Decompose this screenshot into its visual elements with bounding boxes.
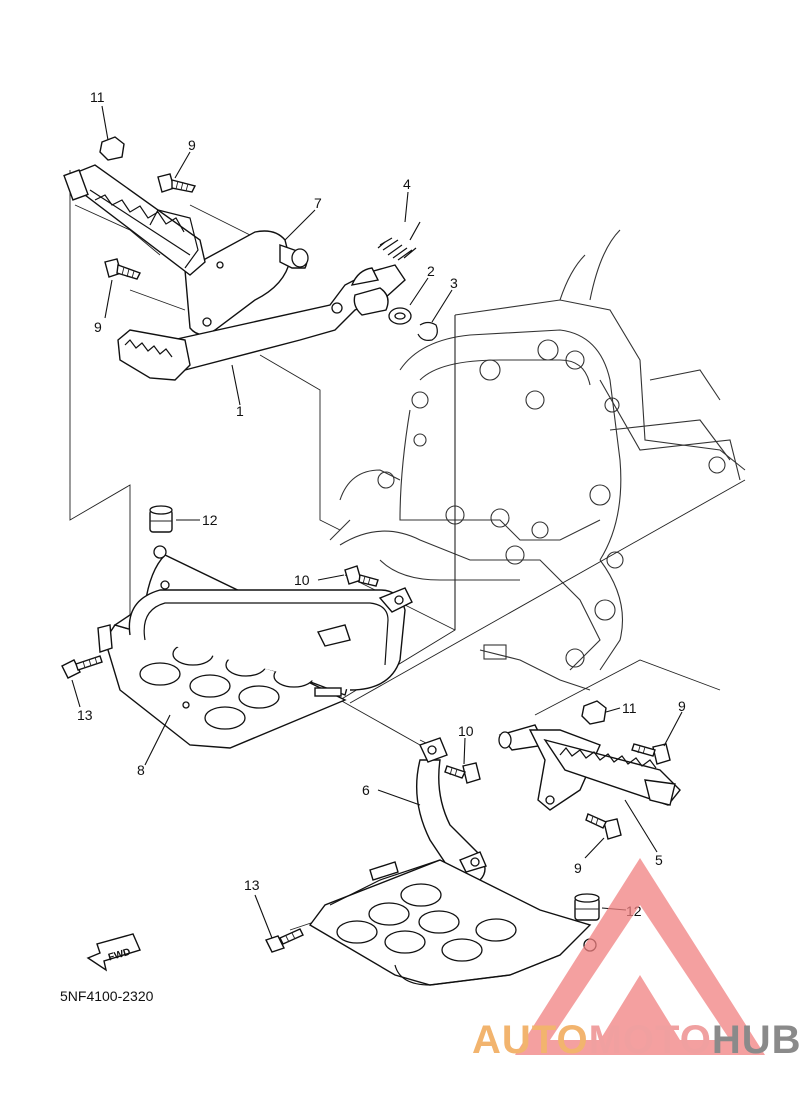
callout-numbers: 11 9 4 7 2 3 9 1 12 10 13 8 11 9 10 6 9 …	[77, 89, 686, 919]
nut-top-left	[99, 136, 125, 161]
pedal-pivot-boss	[353, 287, 389, 316]
motorcycle-frame	[329, 229, 746, 691]
callout-10-left: 10	[294, 572, 310, 588]
diagram-code: 5NF4100-2320	[60, 988, 154, 1004]
left-footrest-assembly	[63, 136, 438, 381]
fwd-arrow-icon: FWD	[86, 933, 141, 972]
bolt-9-right-upper	[631, 743, 671, 765]
bolt-10-upper	[344, 565, 379, 587]
callout-3: 3	[450, 275, 458, 291]
callout-13-left: 13	[77, 707, 93, 723]
callout-1: 1	[236, 403, 244, 419]
watermark-brand: AUTOMOTOHUB	[472, 1018, 800, 1063]
grommet-left	[149, 505, 173, 533]
bolt-13-left	[61, 655, 103, 679]
bolt-lower	[104, 258, 141, 280]
callout-6: 6	[362, 782, 370, 798]
reference-lines	[69, 170, 746, 931]
callout-7: 7	[314, 195, 322, 211]
bolt-13-right	[265, 928, 304, 953]
return-spring	[379, 237, 417, 261]
callout-5: 5	[655, 852, 663, 868]
callout-leaders	[71, 105, 683, 939]
right-guard-bar	[416, 759, 486, 881]
callout-4: 4	[403, 176, 411, 192]
callout-9-right: 9	[678, 698, 686, 714]
nut-right	[581, 700, 607, 725]
left-footrest-peg	[68, 164, 206, 276]
brake-pedal-tip	[117, 329, 191, 381]
right-skid-plate	[265, 737, 600, 986]
right-footrest-assembly	[498, 700, 681, 840]
callout-9-left: 9	[94, 319, 102, 335]
watermark-brand-auto: AUTO	[472, 1018, 589, 1062]
left-skid-plate	[61, 505, 413, 749]
callout-10-right: 10	[458, 723, 474, 739]
callout-9-top: 9	[188, 137, 196, 153]
callout-2: 2	[427, 263, 435, 279]
watermark-brand-hub: HUB	[711, 1018, 800, 1062]
watermark-logo	[515, 858, 765, 1055]
bolt-9-right-lower	[585, 813, 622, 840]
watermark-brand-moto: MOTO	[588, 1018, 712, 1062]
grommet-right	[574, 893, 600, 921]
callout-12-left: 12	[202, 512, 218, 528]
bolt-10-right	[444, 762, 481, 784]
callout-8: 8	[137, 762, 145, 778]
circlip	[417, 321, 438, 341]
callout-9-bottom: 9	[574, 860, 582, 876]
callout-11-top: 11	[90, 89, 105, 105]
bolt-upper	[157, 173, 197, 193]
callout-13-right: 13	[244, 877, 260, 893]
callout-11-right: 11	[622, 700, 637, 716]
